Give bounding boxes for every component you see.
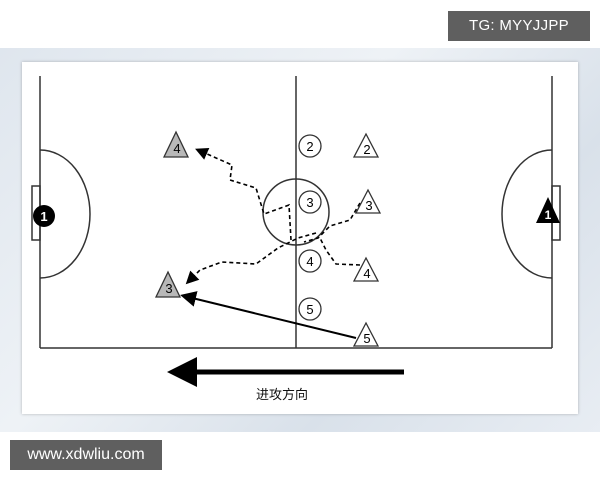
attacker-4-label: 4 <box>363 266 370 281</box>
left-goalkeeper: 1 <box>33 205 55 227</box>
right-goalkeeper-label: 1 <box>545 208 552 222</box>
attacker-3: 3 <box>354 188 382 214</box>
attacker-2: 2 <box>352 132 380 158</box>
pass-arrow <box>180 291 357 339</box>
watermark-top: TG: MYYJJPP <box>448 11 590 41</box>
attacker-5-label: 5 <box>363 331 370 346</box>
left-goalkeeper-label: 1 <box>40 209 47 224</box>
attack-direction-caption: 进攻方向 <box>255 387 308 402</box>
defender-4-label: 4 <box>306 254 313 269</box>
defender-2-label: 2 <box>306 139 313 154</box>
left-penalty-arc <box>39 149 91 279</box>
defender-5-label: 5 <box>306 302 313 317</box>
defender-3: 3 <box>298 190 322 214</box>
defender-4: 4 <box>298 249 322 273</box>
attacker-2-label: 2 <box>363 142 370 157</box>
pitch <box>31 76 561 349</box>
defender-3-label: 3 <box>306 195 313 210</box>
target-position-3-label: 3 <box>165 281 172 296</box>
target-position-3: 3 <box>154 270 182 298</box>
target-position-4: 4 <box>162 130 190 158</box>
attacker-3-label: 3 <box>365 198 372 213</box>
dash-path-right-4 <box>319 237 361 266</box>
defender-5: 5 <box>298 297 322 321</box>
defender-2: 2 <box>298 134 322 158</box>
movement-paths <box>185 148 361 285</box>
dash-path-to-4 <box>195 148 292 241</box>
watermark-bottom: www.xdwliu.com <box>10 440 162 470</box>
dash-path-to-3 <box>185 232 317 285</box>
target-position-4-label: 4 <box>173 141 180 156</box>
right-goalkeeper: 1 <box>536 197 560 223</box>
attacker-4: 4 <box>352 256 380 282</box>
right-penalty-arc <box>501 149 553 279</box>
attacker-5: 5 <box>352 321 380 347</box>
